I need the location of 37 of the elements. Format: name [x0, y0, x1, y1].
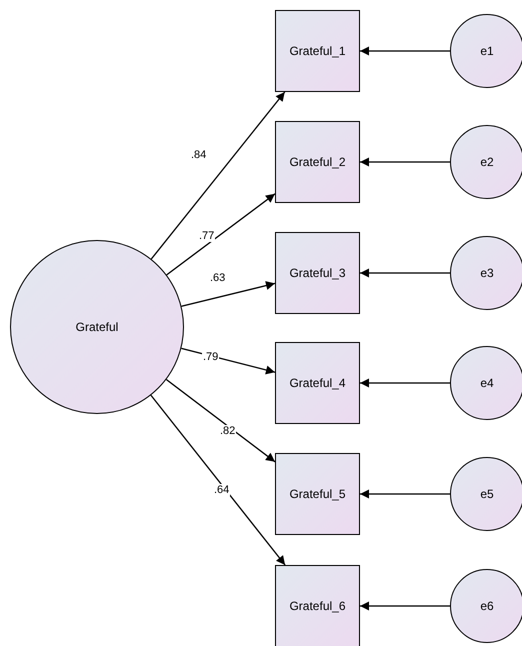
variable-name: e5 [480, 487, 494, 501]
variable-name: Grateful_1 [289, 44, 346, 58]
arrow [360, 602, 450, 610]
arrow [181, 281, 276, 307]
path-coefficient: .79 [202, 351, 220, 363]
path-coefficient: .77 [198, 230, 216, 242]
variable-name: e3 [480, 266, 494, 280]
observed-variable-box [275, 565, 360, 646]
arrow [181, 348, 276, 374]
variable-name: Grateful_3 [289, 266, 346, 280]
path-coefficient: .63 [209, 272, 226, 284]
arrow [360, 158, 450, 166]
variable-name: e2 [480, 155, 494, 169]
arrow [166, 379, 276, 462]
path-coefficient: .82 [219, 425, 236, 437]
arrow [150, 92, 286, 260]
variable-name: Grateful [76, 320, 118, 334]
arrow [150, 394, 286, 566]
observed-variable-box [275, 453, 360, 535]
variable-name: e4 [480, 376, 494, 390]
path-coefficient: .64 [213, 484, 230, 496]
path-coefficient: .84 [190, 149, 208, 161]
variable-name: e6 [480, 599, 494, 613]
arrow [360, 46, 450, 56]
arrow [166, 193, 276, 276]
variable-name: Grateful_6 [289, 599, 346, 613]
observed-variable-box [275, 232, 360, 314]
observed-variable-box [275, 121, 360, 203]
arrow [360, 268, 450, 278]
variable-name: Grateful_4 [289, 376, 346, 390]
arrow [360, 490, 450, 498]
variable-name: e1 [480, 44, 494, 58]
variable-name: Grateful_2 [289, 155, 346, 169]
arrow [360, 378, 450, 388]
variable-name: Grateful_5 [289, 487, 346, 501]
observed-variable-box [275, 10, 360, 92]
observed-variable-box [275, 342, 360, 424]
